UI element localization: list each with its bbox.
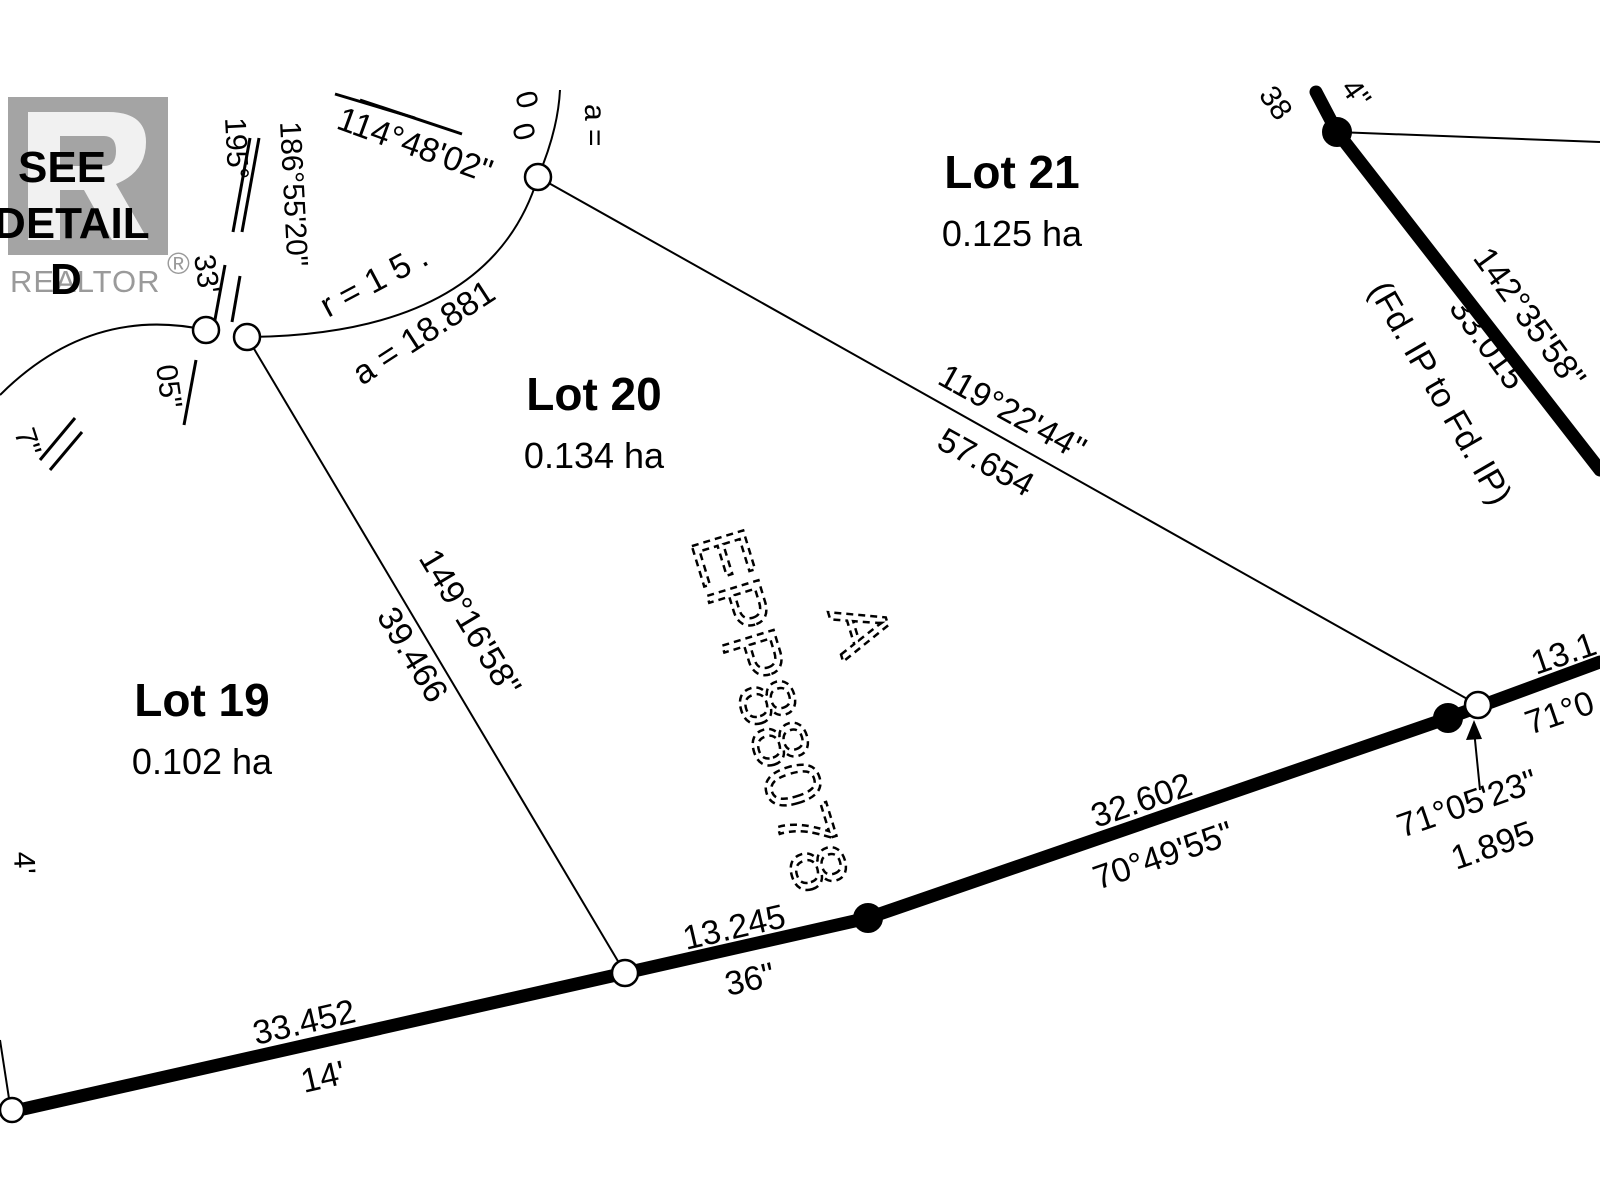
arc-top-a-label: a = (578, 104, 611, 147)
south-b-bearing: 36" (721, 956, 778, 1004)
bearing-05-label: 05" (149, 362, 188, 410)
plan-number-label: EPP88078 (674, 519, 867, 901)
pin-open-lot-19-20 (610, 958, 640, 988)
lot-20-area: 0.134 ha (524, 435, 665, 476)
realtor-watermark-text: REALTOR (10, 264, 161, 299)
pin-found-south (853, 903, 883, 933)
survey-pins (0, 117, 1493, 1124)
south-a-bearing: 14' (297, 1054, 349, 1101)
lot-21-area: 0.125 ha (942, 213, 1083, 254)
dash-9 (48, 431, 84, 471)
lot-20-name: Lot 20 (526, 368, 661, 420)
realtor-watermark: REALTOR ® (8, 97, 191, 299)
see-detail-callout: SEE DETAIL D (0, 143, 150, 304)
bearing-33-label: 33' (187, 252, 225, 295)
radius-label: r = 1 5 . (314, 237, 434, 325)
dash-5 (182, 359, 198, 426)
north-fragment-line (1336, 131, 1600, 143)
dash-3 (230, 275, 242, 323)
plan-number: EPP88078 A (672, 518, 912, 903)
dash-4 (212, 264, 227, 326)
lot-19-area: 0.102 ha (132, 741, 273, 782)
lot-21-name: Lot 21 (944, 146, 1079, 198)
pin-open-west (0, 1096, 26, 1124)
pin-found-corner (1433, 703, 1463, 733)
realtor-watermark-mark: ® (167, 246, 191, 281)
arrow-line (1473, 729, 1481, 791)
top-right-38: 38 (1252, 80, 1298, 126)
east-note: (Fd. IP to Fd. IP) (1361, 275, 1519, 511)
left-fragment-4: 4' (7, 851, 41, 875)
see-detail-line3: D (50, 255, 82, 304)
pin-open-lot-20-21 (1463, 690, 1493, 720)
arc-top-digit: 0 (505, 120, 541, 144)
arc-top-digit-2: 0 (508, 88, 544, 112)
lot-19-20-distance: 39.466 (369, 601, 455, 710)
dash-8 (38, 417, 77, 461)
dash-7 (359, 98, 463, 136)
plan-parcel-label: A (812, 591, 911, 666)
dash-1 (231, 137, 252, 233)
lot-20-21-boundary (537, 176, 1479, 706)
bearing-195-label: 195° (218, 117, 254, 181)
pin-open-arc-left-a (191, 315, 221, 345)
lot-19-name: Lot 19 (134, 674, 269, 726)
see-detail-line2: DETAIL (0, 199, 150, 248)
boundary-lines (0, 85, 1600, 1119)
top-right-4: 4" (1334, 73, 1377, 114)
right-edge-distance: 13.1 (1526, 625, 1600, 682)
pin-found-east (1322, 117, 1352, 147)
left-fragment-7: 7" (7, 424, 47, 460)
arrow-head (1466, 720, 1482, 740)
bearing-186-label: 186°55'20" (273, 121, 314, 268)
realtor-logo-letter (28, 112, 148, 240)
lot-labels: Lot 21 0.125 ha Lot 20 0.134 ha Lot 19 0… (132, 146, 1083, 782)
pin-open-arc-left-b (232, 322, 262, 352)
pin-open-arc-top (523, 162, 553, 192)
left-arc (0, 323, 207, 396)
see-detail-line1: SEE (18, 143, 106, 192)
lot-19-20-boundary (246, 336, 626, 974)
dimension-labels: 114°48'02" 0 0 a = r = 1 5 . a = 18.881 … (7, 73, 1600, 1101)
west-edge-line (0, 1039, 11, 1106)
dash-2 (240, 137, 261, 233)
cul-de-sac-arc (246, 89, 561, 338)
top-bearing-label: 114°48'02" (332, 100, 497, 191)
